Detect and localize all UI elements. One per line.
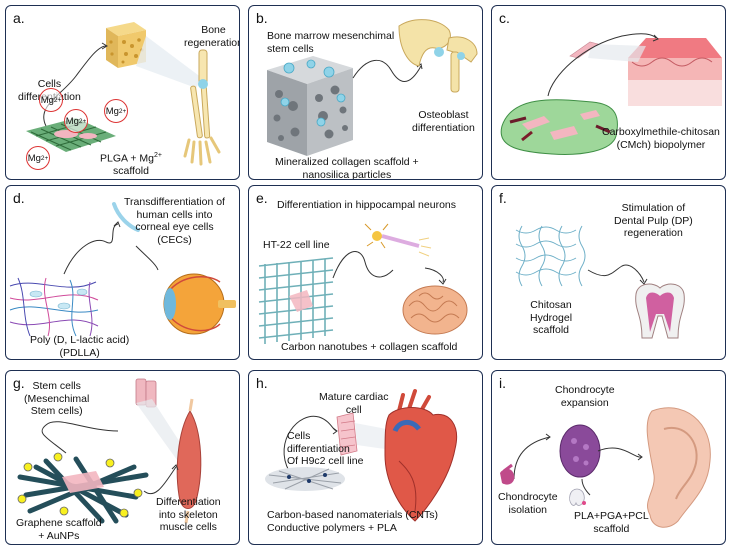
cornea-lens-icon: [112, 202, 140, 232]
tooth-icon: [635, 283, 685, 339]
scaffold-label: Mineralized collagen scaffold + nanosili…: [275, 156, 419, 180]
ear-icon: [646, 407, 711, 528]
hip-bone-icon: [398, 19, 478, 93]
panel-c-illustration: [500, 33, 722, 155]
panel-i-illustration: [500, 407, 711, 528]
scaffold-label: Carbon-based nanomaterials (CNTs) Conduc…: [267, 509, 438, 534]
panel-e: e. Differentiation in hippocampal neuron…: [248, 185, 483, 360]
panel-g: g. Stem cells (Mesenchimal Stem cells) D…: [5, 370, 240, 545]
panel-h-illustration: [265, 389, 457, 522]
panel-h: h. Mature cardiac cell Cells differentia…: [248, 370, 483, 545]
heart-icon: [384, 389, 457, 522]
panel-letter: b.: [256, 10, 268, 26]
cell-icon: [569, 41, 599, 59]
panel-b-illustration: [267, 19, 478, 156]
neuron-icon: [364, 223, 420, 249]
cmch-biopolymer-icon: [500, 99, 618, 155]
panel-c: c. Carboxylmethile-chitosan (CMch) biopo…: [491, 5, 726, 180]
ht22-label: HT-22 cell line: [263, 239, 330, 251]
isolation-label: Chondrocyte isolation: [498, 491, 558, 516]
panel-letter: g.: [13, 375, 25, 391]
stem-cells-label: Stem cells (Mesenchimal Stem cells): [24, 380, 90, 417]
cmch-biopolymer-label: Carboxylmethile-chitosan (CMch) biopolym…: [602, 126, 720, 151]
cardiac-cell-icon: [336, 412, 358, 456]
stem-cells-label: Bone marrow mesenchimal stem cells: [267, 30, 395, 55]
expansion-label: Chondrocyte expansion: [555, 384, 615, 409]
mature-cardiac-label: Mature cardiac cell: [319, 391, 389, 416]
scaffold-label: Graphene scaffold + AuNPs: [16, 517, 102, 542]
aunp-icon: [17, 452, 143, 518]
cartilage-sample-icon: [500, 463, 515, 485]
panel-b: b. Bone marrow mesenchimal stem cells Os…: [248, 5, 483, 180]
chondrocyte-expansion-icon: [559, 424, 601, 478]
panel-a-illustration: [26, 22, 221, 166]
pdlla-label: Poly (D, L-lactic acid) (PDLLA): [30, 334, 130, 359]
panel-letter: e.: [256, 190, 268, 206]
osteoblast-label: Osteoblast differentiation: [412, 109, 475, 134]
skeletal-muscle-icon: [176, 398, 202, 524]
cnt-pla-scaffold-icon: [265, 467, 345, 491]
panel-d-illustration: [9, 202, 236, 337]
panel-i: i. Chondrocyte expansion Chondrocyte iso…: [491, 370, 726, 545]
scaffold-label: PLGA + Mg2+ scaffold: [100, 152, 162, 177]
scaffold-label: Carbon nanotubes + collagen scaffold: [281, 341, 458, 353]
panel-d: d. Transdifferentiation of human cells i…: [5, 185, 240, 360]
panel-letter: d.: [13, 190, 25, 206]
hippocampal-label: Differentiation in hippocampal neurons: [277, 199, 457, 211]
brain-icon: [402, 285, 468, 335]
panel-letter: a.: [13, 10, 25, 26]
ear-scaffold-icon: [569, 488, 586, 506]
scaffold-label: PLA+PGA+PCL scaffold: [574, 510, 649, 535]
arm-bone-icon: [183, 49, 221, 166]
cells-differentiation-label: Cells differentiation Of H9c2 cell line: [287, 430, 364, 467]
panel-f-illustration: [515, 225, 685, 339]
transdifferentiation-label: Transdifferentiation of human cells into…: [124, 196, 225, 246]
chitosan-hydrogel-icon: [515, 225, 586, 287]
pdlla-fibers-icon: [9, 277, 99, 337]
panel-g-illustration: [17, 378, 202, 524]
panel-letter: c.: [499, 10, 510, 26]
panel-f: f. Stimulation of Dental Pulp (DP) regen…: [491, 185, 726, 360]
eye-icon: [163, 273, 236, 335]
bone-regeneration-label: Bone regeneration: [184, 24, 240, 49]
hydrogel-label: Chitosan Hydrogel scaffold: [530, 299, 573, 336]
panel-letter: f.: [499, 190, 507, 206]
panel-e-illustration: [258, 223, 468, 344]
dental-pulp-label: Stimulation of Dental Pulp (DP) regenera…: [614, 202, 693, 239]
collagen-scaffold-icon: [267, 56, 353, 156]
panel-a: a. Bone regeneration Cells differentiati…: [5, 5, 240, 180]
skin-layers-icon: [628, 38, 722, 106]
panel-letter: i.: [499, 375, 506, 391]
panel-letter: h.: [256, 375, 268, 391]
muscle-differentiation-label: Differentiation into skeleton muscle cel…: [156, 496, 221, 533]
